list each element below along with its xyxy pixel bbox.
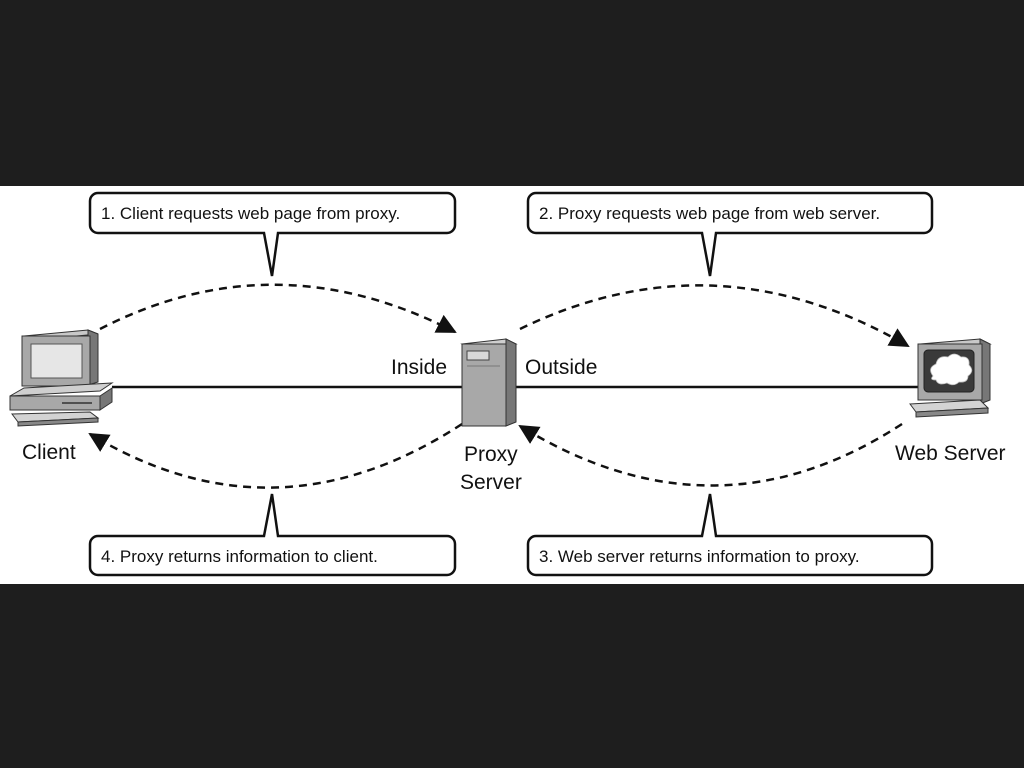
arc-step-2 — [519, 284, 910, 348]
outside-zone-label: Outside — [525, 356, 598, 379]
arc-step-3 — [518, 422, 903, 487]
inside-zone-label: Inside — [391, 356, 448, 379]
proxy-label-line1: Proxy — [464, 443, 518, 466]
step-4-text: 4. Proxy returns information to client. — [101, 547, 378, 566]
step-1-text: 1. Client requests web page from proxy. — [101, 204, 401, 223]
diagram-canvas — [9, 191, 992, 577]
arc-step-4 — [88, 422, 463, 489]
diagram-panel: 1. Client requests web page from proxy. … — [0, 186, 1024, 584]
desktop-computer-icon — [9, 329, 114, 427]
step-3-text: 3. Web server returns information to pro… — [539, 547, 860, 566]
server-tower-icon — [460, 338, 518, 427]
client-label: Client — [22, 441, 76, 464]
step-2-text: 2. Proxy requests web page from web serv… — [539, 204, 881, 223]
callout-step-4 — [88, 493, 457, 577]
callout-step-2 — [526, 191, 934, 277]
callout-step-1 — [88, 191, 457, 277]
arc-step-1 — [99, 283, 457, 334]
web-server-label: Web Server — [895, 442, 1006, 465]
proxy-label-line2: Server — [460, 471, 522, 494]
web-server-monitor-icon — [909, 338, 992, 418]
callout-step-3 — [526, 493, 934, 577]
